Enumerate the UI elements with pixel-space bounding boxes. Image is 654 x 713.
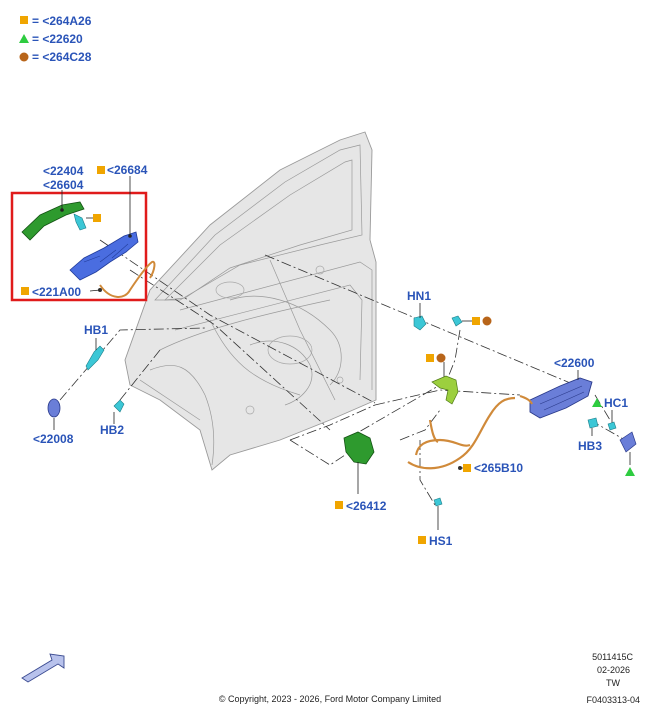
cable-bracket <box>431 375 459 405</box>
hc1-screw <box>607 421 617 431</box>
front-arrow-icon <box>21 653 65 683</box>
label-221A00: <221A00 <box>32 285 81 299</box>
label-22008: <22008 <box>33 432 74 446</box>
ref-code-1: 5011415C <box>592 652 633 662</box>
ref-code-2: 02-2026 <box>597 665 630 675</box>
door-latch <box>343 431 375 465</box>
hs1-screw <box>433 497 443 507</box>
legend-item-2: = <22620 <box>32 32 83 46</box>
latch-square-marker-icon <box>335 501 343 509</box>
legend-circle-icon <box>19 52 29 62</box>
cable-square-marker-icon <box>463 464 471 472</box>
label-26412: <26412 <box>346 499 387 513</box>
lock-cylinder-cap <box>47 398 61 418</box>
label-221A00-square-icon <box>21 287 29 295</box>
legend-triangle-icon <box>19 34 29 43</box>
label-22404: <22404 <box>43 164 84 178</box>
release-cable <box>407 394 533 470</box>
handle-bracket <box>69 231 139 281</box>
label-hn1: HN1 <box>407 289 431 303</box>
ref-code-3: TW <box>606 678 620 688</box>
label-hb1: HB1 <box>84 323 108 337</box>
handle-clip <box>73 213 87 231</box>
label-hb3: HB3 <box>578 439 602 453</box>
label-265B10: <265B10 <box>474 461 523 475</box>
handle-cable <box>99 260 156 298</box>
legend: = <264A26 = <22620 = <264C28 <box>19 14 92 64</box>
legend-item-1: = <264A26 <box>32 14 92 28</box>
legend-item-3: = <264C28 <box>32 50 92 64</box>
cover-triangle-icon <box>625 467 635 476</box>
legend-square-icon <box>20 16 28 24</box>
copyright: © Copyright, 2023 - 2026, Ford Motor Com… <box>219 694 441 704</box>
label-26604: <26604 <box>43 178 84 192</box>
hb2-clip <box>113 399 125 413</box>
screw-square-marker-icon <box>472 317 480 325</box>
bracket-circle-marker-icon <box>436 353 446 363</box>
exterior-handle <box>21 201 85 241</box>
hc1-triangle-icon <box>592 398 602 407</box>
label-22600: <22600 <box>554 356 595 370</box>
bracket-square-marker-icon <box>426 354 434 362</box>
label-hs1: HS1 <box>429 534 453 548</box>
ref-code-4: F0403313-04 <box>586 695 640 705</box>
hb1-clip <box>85 345 105 371</box>
screw-part <box>451 315 463 327</box>
hc1-cover <box>619 431 637 453</box>
hb3-clip <box>587 417 599 429</box>
screw-circle-marker-icon <box>482 316 492 326</box>
label-26684: <26684 <box>107 163 148 177</box>
interior-handle <box>529 377 593 419</box>
hs1-square-marker-icon <box>418 536 426 544</box>
door-inner-panel <box>124 131 377 471</box>
label-hc1: HC1 <box>604 396 628 410</box>
label-26684-square-icon <box>97 166 105 174</box>
label-hb2: HB2 <box>100 423 124 437</box>
clip-square-marker-icon <box>93 214 101 222</box>
highlight-box <box>10 191 148 302</box>
hn1-nut <box>413 315 427 331</box>
